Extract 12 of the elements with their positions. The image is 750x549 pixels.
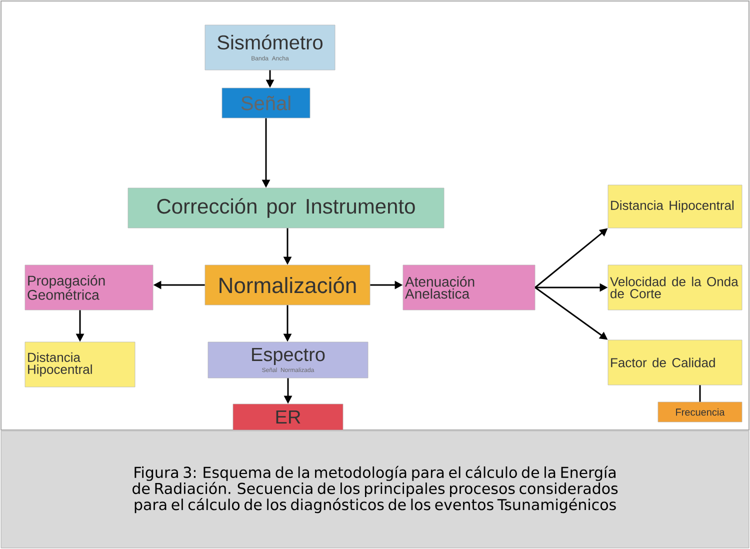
result-box: Velocidad de la Onda de Corte	[608, 264, 742, 310]
result-box: Frecuencia	[658, 402, 742, 422]
result-box: ER	[232, 404, 344, 430]
result-box: Distancia Hipocentral	[608, 184, 742, 228]
process-box: Señal	[222, 88, 310, 118]
result-box: Factor de Calidad	[608, 340, 742, 386]
process-box: Normalización	[204, 264, 370, 306]
result-box: Distancia Hipocentral	[24, 342, 136, 388]
process-box: Propagación Geométrica	[24, 264, 154, 310]
process-box: Atenuación Anelastica	[402, 264, 536, 310]
process-box: Corrección por Instrumento	[128, 188, 444, 228]
caption-box: Figura 3: Esquema de la metodología para el cálculo de la Energía de Radiación. Secuencia de los principales procesos considerados para el cálculo de los diagnósticos de los eventos Tsunamigénicos	[0, 430, 750, 548]
